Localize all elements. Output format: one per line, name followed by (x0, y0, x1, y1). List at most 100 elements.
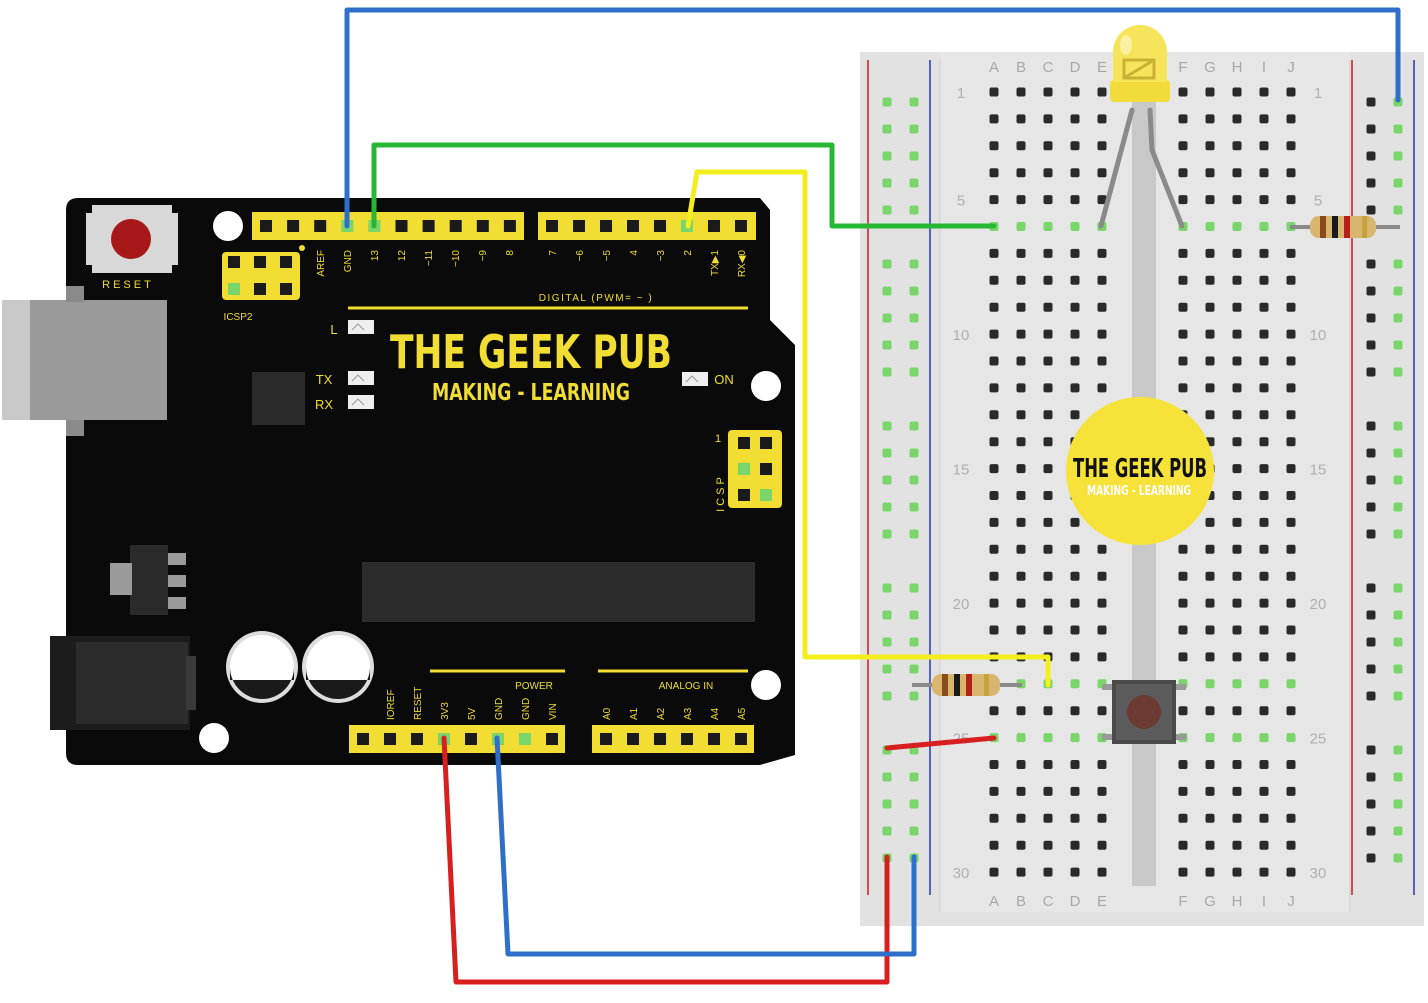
breadboard-hole (1259, 733, 1269, 743)
rail-hole (882, 421, 892, 431)
header-socket (465, 733, 477, 745)
header-socket (384, 733, 396, 745)
header-socket (735, 733, 747, 745)
rail-hole (909, 637, 919, 647)
row-number: 1 (1314, 85, 1322, 102)
rail-hole (882, 529, 892, 539)
breadboard-hole (1286, 302, 1296, 312)
breadboard-hole (1286, 733, 1296, 743)
column-label: D (1070, 893, 1081, 910)
breadboard-hole (1286, 275, 1296, 285)
rail-hole (1393, 286, 1403, 296)
breadboard-hole (1286, 195, 1296, 205)
breadboard-hole (1259, 410, 1269, 420)
analog-header (592, 725, 754, 753)
breadboard-hole (1043, 195, 1053, 205)
breadboard-hole (1043, 329, 1053, 339)
breadboard-hole (1070, 329, 1080, 339)
breadboard-hole (1097, 383, 1107, 393)
rail-hole (1393, 853, 1403, 863)
rail-hole (1366, 772, 1376, 782)
rail-hole (909, 664, 919, 674)
breadboard-hole (1070, 840, 1080, 850)
rail-hole (1393, 826, 1403, 836)
breadboard-hole (1178, 786, 1188, 796)
breadboard-hole (989, 275, 999, 285)
breadboard-hole (1043, 598, 1053, 608)
breadboard-hole (1016, 248, 1026, 258)
breadboard-hole (1070, 87, 1080, 97)
rail-hole (909, 799, 919, 809)
rail-hole (1393, 691, 1403, 701)
header-socket (519, 733, 531, 745)
breadboard-hole (1016, 437, 1026, 447)
breadboard-hole (1259, 760, 1269, 769)
yellow-wire (685, 169, 1051, 688)
blue-ground-wire (494, 735, 917, 957)
led-l (348, 320, 374, 334)
breadboard-hole (1205, 114, 1215, 124)
breadboard-hole (1259, 840, 1269, 850)
breadboard-hole (1205, 517, 1215, 527)
header-socket (546, 220, 558, 232)
breadboard-hole (1259, 114, 1269, 124)
breadboard-hole (1178, 706, 1188, 716)
breadboard-hole (1259, 168, 1269, 178)
breadboard-hole (1205, 652, 1215, 662)
breadboard-hole (1016, 733, 1026, 743)
breadboard-hole (1016, 464, 1026, 474)
badge-subtitle: MAKING - LEARNING (1087, 484, 1191, 499)
breadboard-hole (1178, 625, 1188, 635)
breadboard-hole (1043, 464, 1053, 474)
breadboard-hole (1097, 786, 1107, 796)
breadboard-hole (1016, 867, 1026, 877)
rail-hole (1393, 475, 1403, 485)
yellow-led (1098, 25, 1185, 229)
breadboard-hole (1178, 87, 1188, 97)
red-power-wire (441, 735, 890, 985)
rail-hole (909, 97, 919, 107)
led-on (682, 372, 708, 386)
reset-button[interactable] (86, 205, 178, 273)
analog-pin-label: A0 (602, 707, 613, 720)
rail-hole (882, 205, 892, 215)
breadboard-hole (1205, 625, 1215, 635)
digital-pin-label: TX▶1 (710, 250, 721, 276)
breadboard-hole (1232, 87, 1242, 97)
resistor (912, 674, 1022, 696)
breadboard-hole (1205, 329, 1215, 339)
breadboard-hole (1043, 867, 1053, 877)
rail-hole (1393, 421, 1403, 431)
header-socket (627, 220, 639, 232)
breadboard-hole (1016, 168, 1026, 178)
resistor (1290, 216, 1400, 238)
breadboard-hole (1259, 652, 1269, 662)
rail-hole (909, 151, 919, 161)
breadboard-hole (1097, 356, 1107, 366)
column-label: F (1178, 893, 1187, 910)
rail-hole (1393, 637, 1403, 647)
breadboard-hole (1232, 813, 1242, 823)
breadboard-hole (1259, 786, 1269, 796)
breadboard-hole (1043, 168, 1053, 178)
breadboard-hole (1232, 248, 1242, 258)
rail-hole (1366, 826, 1376, 836)
breadboard-hole (1232, 652, 1242, 662)
rail-hole (909, 259, 919, 269)
row-number: 5 (1314, 193, 1322, 210)
header-socket (395, 220, 408, 232)
breadboard-hole (1016, 410, 1026, 420)
led-tx (348, 371, 374, 385)
breadboard-hole (989, 410, 999, 420)
breadboard-hole (1178, 302, 1188, 312)
breadboard-hole (989, 598, 999, 608)
rail-hole (882, 151, 892, 161)
breadboard-hole (1286, 114, 1296, 124)
icsp2-header (222, 245, 305, 300)
breadboard-hole (1070, 114, 1080, 124)
led-rx-label: RX (315, 397, 333, 412)
header-socket (449, 220, 462, 232)
rail-hole (909, 502, 919, 512)
header-socket (708, 220, 720, 232)
